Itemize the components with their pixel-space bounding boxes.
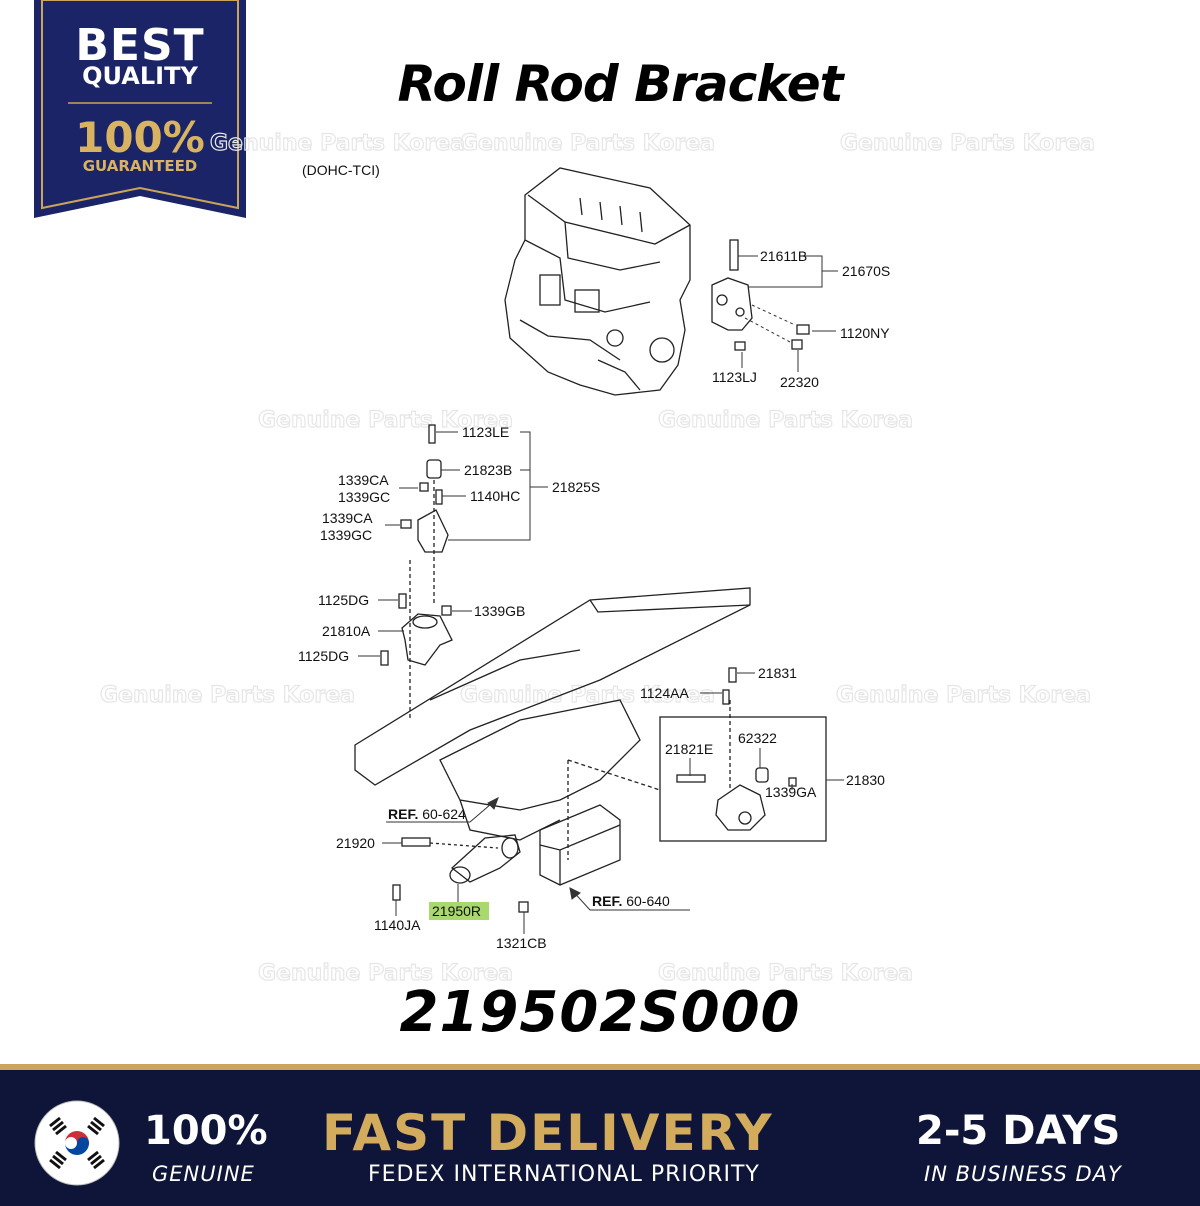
watermark: Genuine Parts Korea [836,683,1091,708]
badge-guaranteed: GUARANTEED [82,157,198,175]
label-21920: 21920 [336,835,375,851]
korea-flag-icon [34,1100,120,1186]
leader-lines-4 [689,672,844,790]
leader-lines-3 [358,599,472,657]
leader-lines-5 [382,796,690,934]
ref-number: 60-624 [422,806,466,822]
watermark: Genuine Parts Korea [258,961,513,986]
genuine-label: GENUINE [152,1162,255,1186]
best-quality-badge: BEST QUALITY 100% GUARANTEED [34,0,246,218]
watermark: Genuine Parts Korea [210,131,465,156]
business-day-label: IN BUSINESS DAY [924,1162,1122,1186]
fedex-label: FEDEX INTERNATIONAL PRIORITY [368,1162,760,1187]
upper-mount-drawing [400,424,449,720]
variant-label: (DOHC-TCI) [302,162,380,178]
fast-delivery-heading: FAST DELIVERY [322,1104,774,1162]
badge-best: BEST [75,20,205,71]
watermarks: Genuine Parts Korea Genuine Parts Korea … [99,130,1095,986]
label-21950R: 21950R [432,903,481,919]
watermark: Genuine Parts Korea [100,683,355,708]
badge-shape [34,0,246,218]
parts-diagram: Genuine Parts Korea Genuine Parts Korea … [99,130,1095,986]
label-1339GC: 1339GC [338,489,390,505]
watermark: Genuine Parts Korea [460,683,715,708]
label-1140HC: 1140HC [470,488,520,504]
label-1123LE: 1123LE [462,424,509,440]
label-21831: 21831 [758,665,797,681]
label-1125DG: 1125DG [318,592,369,608]
label-1339GA: 1339GA [765,784,817,800]
label-21821E: 21821E [665,741,713,757]
label-1321CB: 1321CB [496,935,547,951]
page-title: Roll Rod Bracket [397,55,843,113]
watermark: Genuine Parts Korea [658,961,913,986]
part-number: 219502S000 [399,980,801,1045]
label-1339GB: 1339GB [474,603,525,619]
watermark: Genuine Parts Korea [460,131,715,156]
ref-number: 60-640 [626,893,670,909]
ref-bold: REF. [592,893,622,909]
watermark: Genuine Parts Korea [658,408,913,433]
label-1125DG: 1125DG [298,648,349,664]
leader-lines-2 [385,431,548,541]
watermark: Genuine Parts Korea [258,408,513,433]
badge-quality: QUALITY [82,62,198,90]
label-1120NY: 1120NY [840,325,890,341]
right-mount-drawing [659,667,827,842]
label-1339GC: 1339GC [320,527,372,543]
delivery-days: 2-5 DAYS [916,1108,1121,1154]
ref-60-640[interactable]: REF. 60-640 [592,893,670,909]
label-1140JA: 1140JA [374,917,421,933]
label-21611B: 21611B [760,248,807,264]
lower-mount-drawing [380,593,453,666]
watermark: Genuine Parts Korea [840,131,1095,156]
label-21810A: 21810A [322,623,371,639]
genuine-percent: 100% [144,1108,268,1154]
badge-100-percent: 100% [75,113,205,162]
roll-rod-drawing [392,834,529,913]
ref-60-624[interactable]: REF. 60-624 [388,806,466,822]
leader-lines [738,255,838,372]
label-21830: 21830 [846,772,885,788]
engine-bracket-drawing [711,239,810,351]
subframe-drawing [354,587,751,886]
label-62322: 62322 [738,730,777,746]
engine-block-drawing [504,167,691,396]
label-1339CA: 1339CA [322,510,373,526]
highlight-21950R [429,902,489,920]
label-21825S: 21825S [552,479,600,495]
label-1339CA: 1339CA [338,472,389,488]
label-22320: 22320 [780,374,819,390]
label-21823B: 21823B [464,462,512,478]
label-1124AA: 1124AA [640,685,689,701]
label-21670S: 21670S [842,263,890,279]
delivery-banner: 100% GENUINE FAST DELIVERY FEDEX INTERNA… [0,1064,1200,1206]
label-1123LJ: 1123LJ [712,369,757,385]
ref-bold: REF. [388,806,418,822]
